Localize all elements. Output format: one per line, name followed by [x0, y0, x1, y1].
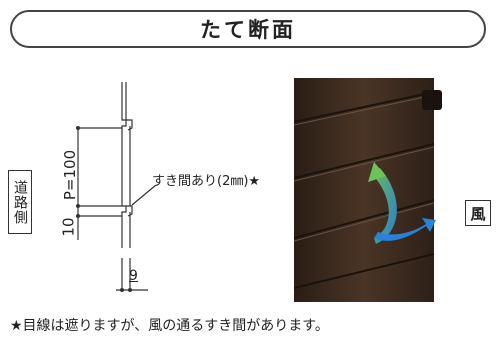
road-side-label-box: 道路側 [8, 170, 32, 234]
offset-dimension: 10 [58, 215, 80, 239]
wind-flow-arrow [372, 168, 397, 244]
fence-panel [294, 78, 434, 302]
pitch-dimension-text: P=100 [61, 149, 79, 201]
road-side-label: 道路側 [12, 179, 28, 225]
gap-leader-line [131, 184, 157, 206]
profile-inner-line [125, 82, 131, 248]
fence-grooves [293, 91, 435, 289]
offset-dimension-text: 10 [60, 217, 78, 237]
pitch-dimension: P=100 [60, 140, 80, 210]
top-rail-cap [422, 90, 442, 110]
hook-bottom [126, 205, 133, 217]
wind-label: 風 [470, 204, 486, 223]
wind-label-box: 風 [465, 200, 491, 226]
thickness-dimension: 9 [129, 268, 138, 284]
gap-note: すき間あり(2㎜)★ [152, 174, 261, 189]
hook-top [126, 119, 133, 131]
profile-line [121, 82, 127, 248]
page-title: たて断面 [200, 18, 296, 42]
footnote: ★目線は遮りますが、風の通るすき間があります。 [10, 318, 329, 334]
title-banner: たて断面 [10, 10, 486, 48]
fence-photo [293, 78, 442, 302]
